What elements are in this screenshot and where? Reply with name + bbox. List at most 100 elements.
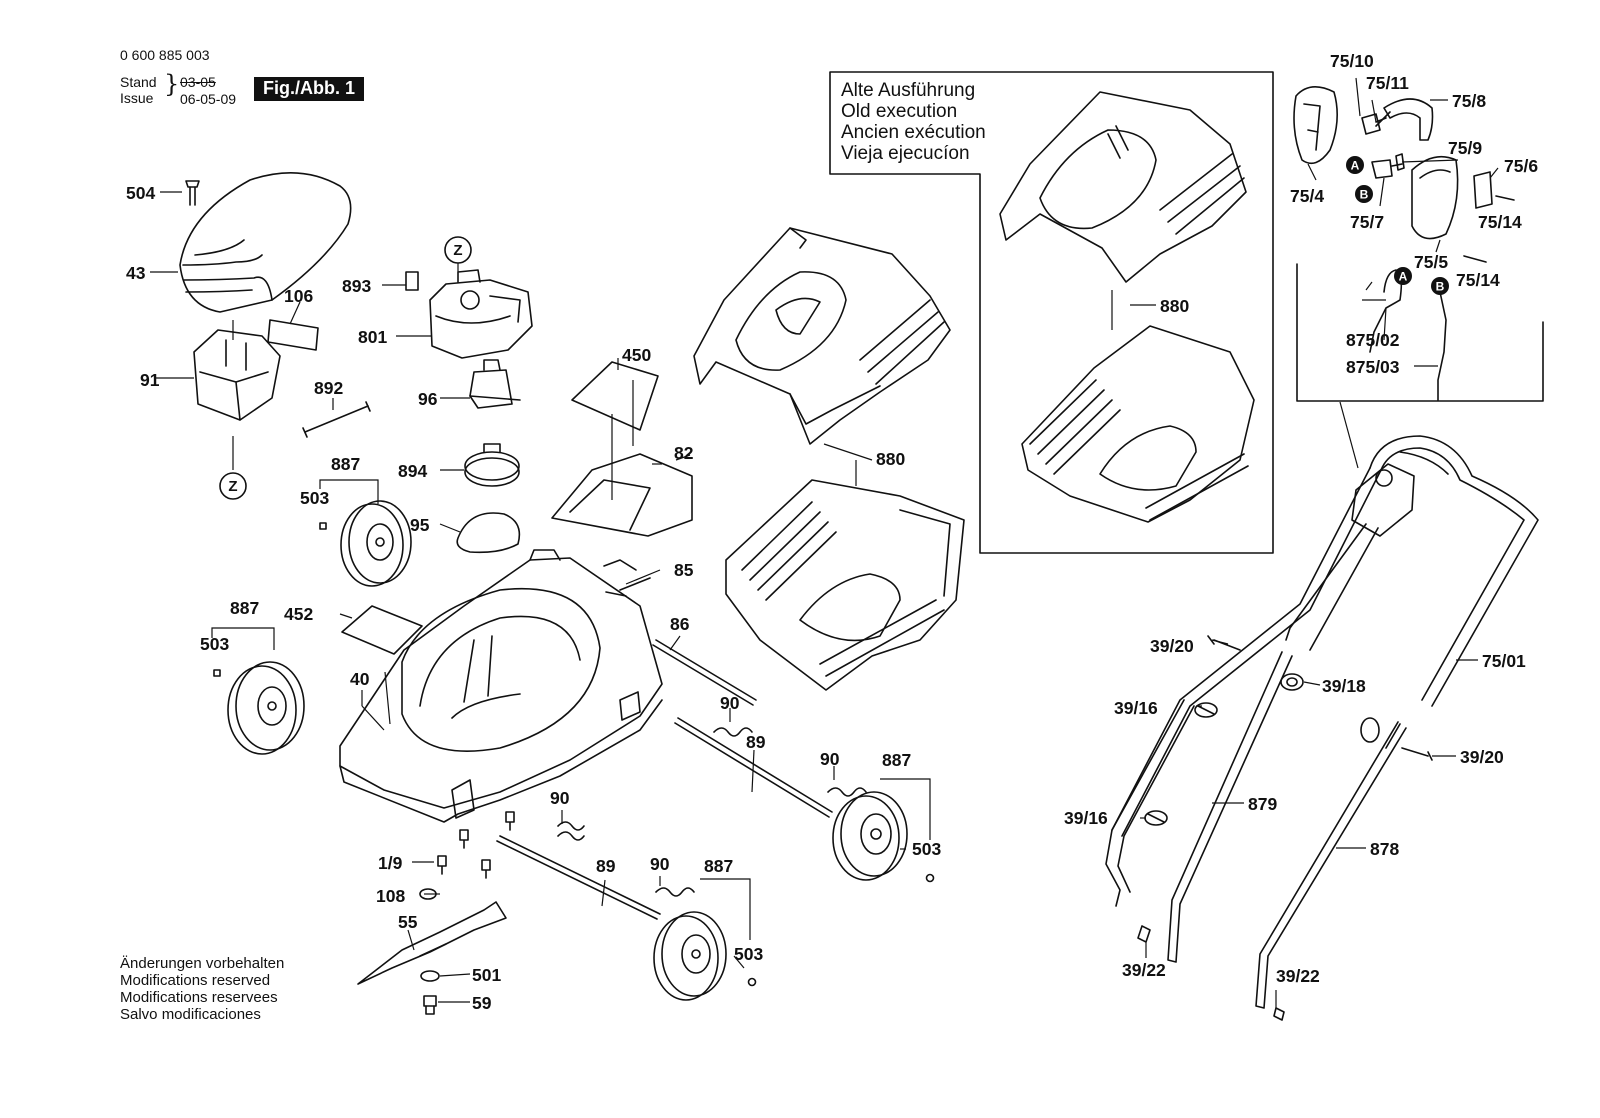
marker-a-top-label: A xyxy=(1351,159,1360,173)
belt-95 xyxy=(456,512,521,554)
marker-z-top-label: Z xyxy=(453,242,462,259)
callout-880-b: 880 xyxy=(1160,296,1189,316)
old-date: 03-05 xyxy=(180,74,216,90)
cover-75-5 xyxy=(1411,155,1459,240)
knob-39-16b xyxy=(1144,810,1168,826)
axle-89b xyxy=(496,835,661,920)
deck-housing xyxy=(339,549,663,823)
callout-106: 106 xyxy=(284,286,313,306)
handle-lower-878 xyxy=(1255,721,1407,1009)
marker-b-top: B xyxy=(1355,185,1373,203)
callout-503-a: 503 xyxy=(300,488,329,508)
notice-line-es: Salvo modificaciones xyxy=(120,1006,261,1023)
wheel-front-left xyxy=(227,661,305,755)
callout-878: 878 xyxy=(1370,839,1399,859)
screw-503b xyxy=(213,669,221,677)
callout-450: 450 xyxy=(622,345,651,365)
spring-90b xyxy=(827,787,867,797)
label-452 xyxy=(341,605,423,655)
callout-879: 879 xyxy=(1248,794,1277,814)
marker-z-bottom: Z xyxy=(219,472,247,500)
knob-39-18 xyxy=(1280,673,1304,691)
callout-59: 59 xyxy=(472,993,492,1013)
callout-89-a: 89 xyxy=(746,732,766,752)
wheel-front-right xyxy=(832,791,908,881)
callout-501: 501 xyxy=(472,965,501,985)
screw-39-20b xyxy=(1401,747,1433,761)
screw-504 xyxy=(185,180,200,206)
callout-90-c: 90 xyxy=(550,788,570,808)
switch-housing-75-4 xyxy=(1293,86,1338,165)
leader-lines xyxy=(150,77,1499,1008)
callout-40: 40 xyxy=(350,669,370,689)
notice-line-de: Änderungen vorbehalten xyxy=(120,955,285,972)
axle-89a xyxy=(674,717,833,818)
callout-503-c: 503 xyxy=(912,839,941,859)
old-version-line-es: Vieja ejecucíon xyxy=(841,143,970,164)
callout-39-18: 39/18 xyxy=(1322,676,1366,696)
callout-503-b: 503 xyxy=(200,634,229,654)
callout-91: 91 xyxy=(140,370,160,390)
handle-lower-879 xyxy=(1105,651,1293,963)
issue-label: Issue xyxy=(120,90,154,106)
screw-59 xyxy=(423,995,437,1015)
callout-75-7: 75/7 xyxy=(1350,212,1384,232)
pin-85 xyxy=(605,577,651,597)
callout-75-9: 75/9 xyxy=(1448,138,1482,158)
motor-unit xyxy=(429,269,533,359)
callout-801: 801 xyxy=(358,327,387,347)
callout-108: 108 xyxy=(376,886,405,906)
callout-90-b: 90 xyxy=(820,749,840,769)
callout-39-16-b: 39/16 xyxy=(1064,808,1108,828)
grass-box-lid xyxy=(693,227,951,445)
callout-75-01: 75/01 xyxy=(1482,651,1526,671)
new-date: 06-05-09 xyxy=(180,91,237,107)
cover-106 xyxy=(267,319,319,351)
callout-85: 85 xyxy=(674,560,694,580)
hood-base xyxy=(193,329,281,421)
callout-75-11: 75/11 xyxy=(1366,73,1409,93)
callout-75-14-b: 75/14 xyxy=(1456,270,1500,290)
part-96 xyxy=(469,359,521,409)
callout-887-d: 887 xyxy=(704,856,733,876)
callout-894: 894 xyxy=(398,461,427,481)
wheel-rear-left xyxy=(340,500,412,587)
spring-90a xyxy=(713,727,753,737)
callout-labels: 504 43 106 91 893 801 892 96 894 887 503… xyxy=(126,51,1538,1013)
screw-39-22a xyxy=(1137,925,1151,943)
modifications-notice: Änderungen vorbehalten Modifications res… xyxy=(120,955,284,1023)
axle-86 xyxy=(652,639,757,706)
motor-hood xyxy=(179,172,352,313)
callout-503-d: 503 xyxy=(734,944,763,964)
marker-b-top-label: B xyxy=(1360,188,1369,202)
callout-887-a: 887 xyxy=(331,454,360,474)
stand-label: Stand xyxy=(120,74,157,90)
part-75-9 xyxy=(1395,153,1405,171)
old-version-line-fr: Ancien exécution xyxy=(841,122,986,143)
callout-875-03: 875/03 xyxy=(1346,357,1400,377)
lever-75-8 xyxy=(1383,98,1434,141)
marker-b-bottom: B xyxy=(1431,277,1449,295)
callout-90-a: 90 xyxy=(720,693,740,713)
cable-875-03 xyxy=(1437,291,1447,401)
part-number: 0 600 885 003 xyxy=(120,47,210,63)
callout-893: 893 xyxy=(342,276,371,296)
cable-892 xyxy=(302,401,371,438)
callout-90-d: 90 xyxy=(650,854,670,874)
callout-452: 452 xyxy=(284,604,313,624)
callout-55: 55 xyxy=(398,912,418,932)
bracket-75-6 xyxy=(1473,171,1493,209)
marker-a-top: A xyxy=(1346,156,1364,174)
callout-39-22-a: 39/22 xyxy=(1122,960,1166,980)
screw-503d xyxy=(747,977,757,987)
callout-75-6: 75/6 xyxy=(1504,156,1538,176)
cover-82 xyxy=(551,453,693,537)
screw-75-14b xyxy=(1463,255,1487,263)
handle-upper xyxy=(1111,435,1539,837)
callout-887-c: 887 xyxy=(882,750,911,770)
handle-accessory-frame xyxy=(1296,263,1544,402)
marker-b-bottom-label: B xyxy=(1436,280,1445,294)
old-version-note: Alte Ausführung Old execution Ancien exé… xyxy=(841,80,986,164)
